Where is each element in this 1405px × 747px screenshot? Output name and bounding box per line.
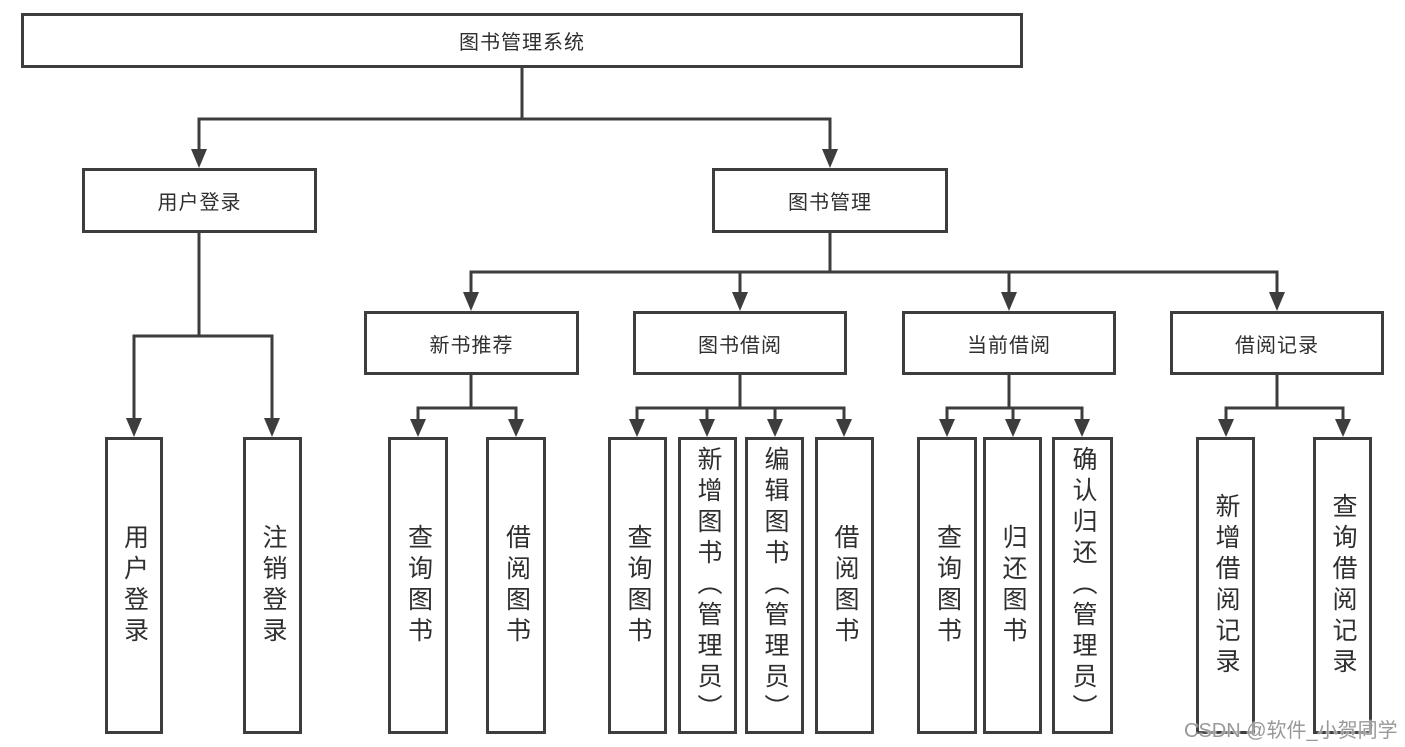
connector-user-login-to-leaves <box>126 233 280 437</box>
node-new-book-recommend-label: 新书推荐 <box>429 334 514 357</box>
leaf-borrow-query-books: 查询图书 <box>608 437 667 734</box>
leaf-logout: 注销登录 <box>243 437 302 734</box>
leaf-edit-books-admin: 编辑图书（管理员） <box>745 437 804 734</box>
node-current-borrow-label: 当前借阅 <box>967 334 1051 357</box>
leaf-return-books: 归还图书 <box>983 437 1042 734</box>
node-borrow-records-label: 借阅记录 <box>1235 334 1319 357</box>
leaf-query-borrow-record: 查询借阅记录 <box>1313 437 1372 734</box>
leaf-current-query-books: 查询图书 <box>917 437 977 734</box>
node-current-borrow: 当前借阅 <box>902 311 1116 375</box>
leaf-borrow-books: 借阅图书 <box>815 437 874 734</box>
leaf-recommend-query-books-label: 查询图书 <box>404 523 433 648</box>
node-root: 图书管理系统 <box>21 13 1023 68</box>
node-user-login-label: 用户登录 <box>157 192 242 214</box>
leaf-add-borrow-record-label: 新增借阅记录 <box>1212 492 1240 679</box>
leaf-logout-label: 注销登录 <box>259 523 287 648</box>
leaf-recommend-borrow-books: 借阅图书 <box>486 437 546 734</box>
connector-borrow-records-to-leaves <box>1218 375 1351 437</box>
leaf-user-login-label: 用户登录 <box>120 523 149 648</box>
node-borrow-records: 借阅记录 <box>1170 311 1384 375</box>
connector-book-borrow-to-leaves <box>629 375 852 437</box>
connector-book-management-to-level3 <box>463 233 1285 311</box>
leaf-query-borrow-record-label: 查询借阅记录 <box>1329 492 1357 679</box>
node-book-management: 图书管理 <box>712 168 948 233</box>
node-root-label: 图书管理系统 <box>459 32 585 54</box>
node-book-borrow-label: 图书借阅 <box>698 334 782 357</box>
leaf-borrow-books-label: 借阅图书 <box>831 523 859 648</box>
leaf-user-login: 用户登录 <box>105 437 163 734</box>
node-user-login: 用户登录 <box>82 168 317 233</box>
leaf-recommend-query-books: 查询图书 <box>388 437 448 734</box>
connector-root-to-level2 <box>191 68 838 168</box>
node-new-book-recommend: 新书推荐 <box>364 311 579 375</box>
leaf-recommend-borrow-books-label: 借阅图书 <box>502 523 531 648</box>
leaf-confirm-return-admin: 确认归还（管理员） <box>1052 437 1113 734</box>
leaf-confirm-return-admin-label: 确认归还（管理员） <box>1069 446 1097 725</box>
leaf-add-books-admin: 新增图书（管理员） <box>678 437 737 734</box>
node-book-borrow: 图书借阅 <box>633 311 847 375</box>
leaf-current-query-books-label: 查询图书 <box>933 523 962 648</box>
csdn-watermark: CSDN @软件_小贺同学 <box>1184 720 1398 742</box>
leaf-return-books-label: 归还图书 <box>999 523 1027 648</box>
leaf-edit-books-admin-label: 编辑图书（管理员） <box>761 446 789 725</box>
node-book-management-label: 图书管理 <box>788 192 872 214</box>
leaf-add-books-admin-label: 新增图书（管理员） <box>694 446 722 725</box>
leaf-borrow-query-books-label: 查询图书 <box>624 523 652 648</box>
connector-current-borrow-to-leaves <box>939 375 1090 437</box>
leaf-add-borrow-record: 新增借阅记录 <box>1196 437 1255 734</box>
connector-new-book-recommend-to-leaves <box>410 375 524 437</box>
